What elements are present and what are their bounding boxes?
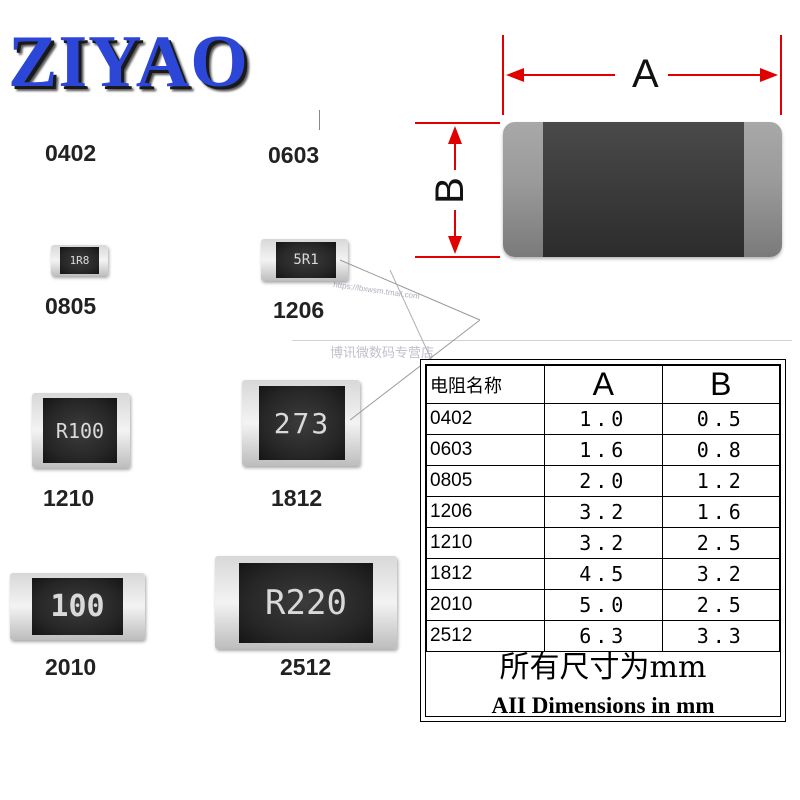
size-label-2010: 2010 (45, 654, 97, 680)
chip-marking-1210: R100 (43, 398, 117, 463)
size-label-0603: 0603 (268, 142, 320, 168)
dimensions-table-inner: 电阻名称 A B 0402 1.0 0.5 0603 1.6 0.8 0805 (425, 364, 781, 719)
table-row: 2010 5.0 2.5 (426, 589, 780, 621)
chip-marking-1812: 273 (259, 386, 345, 460)
size-label-1206: 1206 (273, 297, 325, 323)
resistor-chip-1812: 273 (242, 380, 360, 466)
table-footer: 所有尺寸为mm AII Dimensions in mm (426, 645, 780, 719)
resistor-chip-1206: 5R1 (261, 239, 348, 281)
table-row: 1812 4.5 3.2 (426, 558, 780, 590)
row-b: 2.5 (661, 589, 780, 621)
row-b: 1.6 (661, 496, 780, 528)
table-row: 1210 3.2 2.5 (426, 527, 780, 559)
chip-marking-0805: 1R8 (60, 247, 99, 274)
chip-marking-1206: 5R1 (276, 241, 336, 279)
row-b: 3.2 (661, 558, 780, 590)
table-header-row: 电阻名称 A B (426, 365, 780, 404)
watermark-line (292, 340, 792, 341)
table-row: 0603 1.6 0.8 (426, 434, 780, 466)
footer-units-en: AII Dimensions in mm (491, 693, 715, 718)
row-name: 1210 (426, 527, 545, 559)
resistor-chip-1210: R100 (32, 393, 130, 468)
row-name: 0603 (426, 434, 545, 466)
dimension-chip-diagram (503, 122, 782, 257)
row-a: 5.0 (544, 589, 663, 621)
dimension-label-b: B (427, 177, 472, 204)
footer-units-cn: 所有尺寸为mm (499, 650, 707, 685)
header-a: A (544, 365, 663, 404)
row-b: 2.5 (661, 527, 780, 559)
row-name: 0805 (426, 465, 545, 497)
header-name: 电阻名称 (426, 365, 545, 404)
resistor-chip-0805: 1R8 (51, 245, 108, 276)
row-b: 0.8 (661, 434, 780, 466)
row-a: 1.6 (544, 434, 663, 466)
row-b: 0.5 (661, 403, 780, 435)
table-row: 0805 2.0 1.2 (426, 465, 780, 497)
row-name: 1206 (426, 496, 545, 528)
dimension-chip-body (543, 122, 744, 257)
table-row: 1206 3.2 1.6 (426, 496, 780, 528)
header-b: B (661, 365, 780, 404)
resistor-chip-2010: 100 (10, 573, 145, 640)
row-b: 3.3 (661, 620, 780, 652)
row-name: 2010 (426, 589, 545, 621)
row-name: 0402 (426, 403, 545, 435)
chip-marking-2010: 100 (32, 577, 123, 636)
resistor-chip-2512: R220 (215, 556, 397, 649)
row-a: 1.0 (544, 403, 663, 435)
row-a: 2.0 (544, 465, 663, 497)
size-label-0402: 0402 (45, 140, 97, 166)
dimensions-table-frame: 电阻名称 A B 0402 1.0 0.5 0603 1.6 0.8 0805 (420, 359, 786, 722)
row-name: 1812 (426, 558, 545, 590)
dimensions-table: 电阻名称 A B 0402 1.0 0.5 0603 1.6 0.8 0805 (426, 365, 780, 652)
row-name: 2512 (426, 620, 545, 652)
row-a: 3.2 (544, 496, 663, 528)
divider-line (319, 110, 320, 130)
row-a: 4.5 (544, 558, 663, 590)
row-b: 1.2 (661, 465, 780, 497)
table-row: 0402 1.0 0.5 (426, 403, 780, 435)
size-label-1812: 1812 (271, 485, 323, 511)
size-label-2512: 2512 (280, 654, 332, 680)
dimension-label-a: A (632, 52, 659, 96)
size-label-1210: 1210 (43, 485, 95, 511)
size-label-0805: 0805 (45, 293, 97, 319)
table-row: 2512 6.3 3.3 (426, 620, 780, 652)
dimension-arrows (415, 35, 782, 258)
watermark-text: 博讯微数码专营店 (330, 345, 435, 360)
row-a: 6.3 (544, 620, 663, 652)
chip-marking-2512: R220 (239, 562, 373, 643)
row-a: 3.2 (544, 527, 663, 559)
brand-logo: ZIYAO (8, 21, 249, 103)
